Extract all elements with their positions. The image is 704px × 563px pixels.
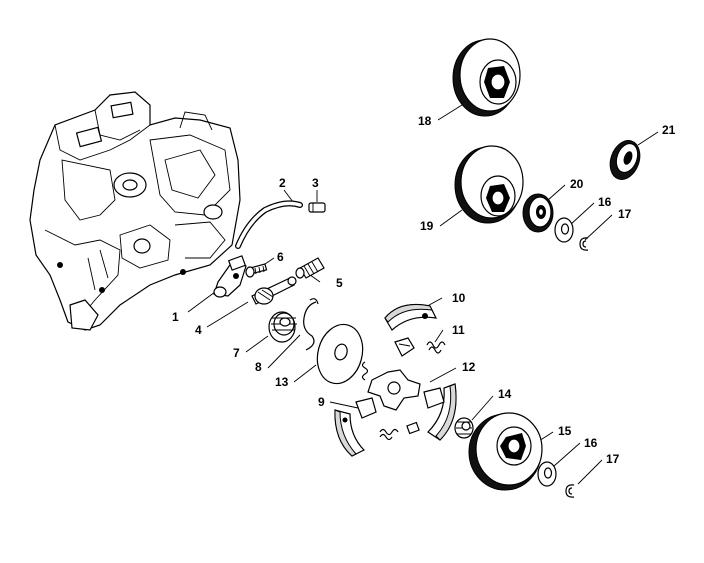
label-part-10: 10 [452,291,466,305]
rim-sprocket [522,193,554,233]
washer-lower [537,461,557,487]
e-clip-lower [565,484,575,498]
worm-gear [268,311,297,343]
label-part-16-upper: 16 [598,195,612,209]
screw-6 [245,263,268,278]
clutch-carrier [355,361,421,419]
label-part-19: 19 [420,219,434,233]
label-part-15: 15 [558,424,572,438]
engine-housing [29,91,241,331]
clutch-shoe-upper [384,303,438,331]
hose-connector [308,202,326,213]
sprocket-drum-top [452,38,521,117]
label-part-12: 12 [462,360,476,374]
label-part-21: 21 [662,123,676,137]
clutch-drum-lower [468,412,543,491]
label-part-4: 4 [195,323,202,337]
label-part-6: 6 [277,250,284,264]
label-part-8: 8 [255,360,262,374]
adjusting-screw [295,257,325,279]
label-part-3: 3 [312,176,319,190]
label-part-17-lower: 17 [606,452,620,466]
washer-upper [554,217,574,243]
label-part-5: 5 [336,276,343,290]
oil-hose [235,200,303,249]
spring-wire [303,298,319,351]
label-part-16-lower: 16 [584,436,598,450]
needle-cage [454,417,474,439]
part-labels: 1 2 3 4 5 6 7 8 9 10 11 12 13 14 15 16 1… [172,114,676,466]
label-part-7: 7 [233,346,240,360]
label-part-2: 2 [279,176,286,190]
label-part-14: 14 [498,387,512,401]
label-part-11: 11 [452,323,465,337]
label-part-1: 1 [172,310,179,324]
sprocket-drum-middle [454,145,524,224]
label-part-13: 13 [275,375,289,389]
leader-lines [187,104,659,485]
e-clip-upper [579,237,589,251]
oil-pump [213,255,247,298]
thrust-washer [316,323,364,385]
label-part-17-upper: 17 [618,207,632,221]
label-part-20: 20 [570,177,584,191]
label-part-18: 18 [418,114,432,128]
pump-piston [251,276,297,305]
clutch-spring-lower [379,421,420,441]
clutch-shoe-lower-right [423,383,457,441]
clutch-spring [394,337,446,357]
clutch-shoe-lower-left [334,409,366,457]
label-part-9: 9 [318,395,325,409]
rim-sprocket-loose [609,140,641,180]
